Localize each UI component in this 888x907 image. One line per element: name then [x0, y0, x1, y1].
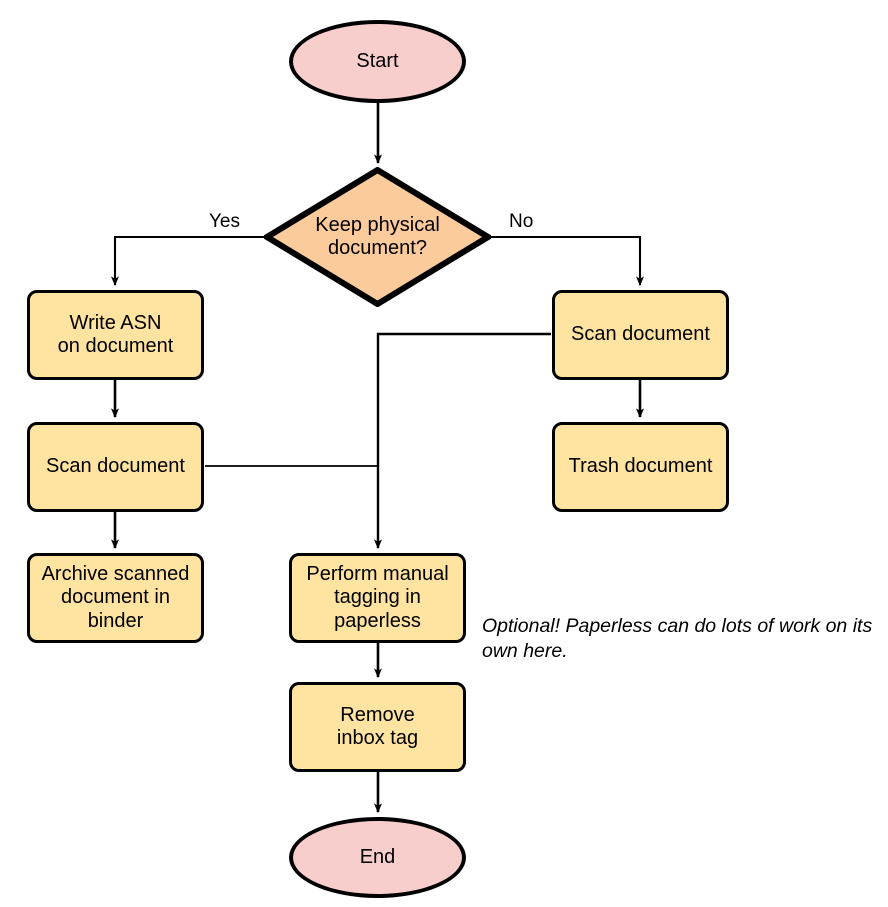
- node-scan-document-left[interactable]: Scan document: [27, 422, 204, 512]
- edge-label-yes-text: Yes: [209, 211, 240, 232]
- edge-label-yes: Yes: [209, 211, 240, 233]
- node-remove-inbox-tag-label: Remove inbox tag: [336, 703, 419, 749]
- node-archive-scanned-label: Archive scanned document in binder: [41, 563, 190, 632]
- node-end-label: End: [359, 845, 396, 868]
- node-decision-keep-physical-label: Keep physical document?: [315, 213, 440, 259]
- node-decision-keep-physical[interactable]: Keep physical document?: [264, 167, 491, 307]
- edge-decision-yes-to-write-asn: [111, 235, 264, 286]
- edge-decision-no-to-scan-right: [491, 235, 644, 286]
- edge-label-no-text: No: [509, 211, 534, 232]
- node-scan-document-right-label: Scan document: [571, 323, 710, 346]
- node-remove-inbox-tag[interactable]: Remove inbox tag: [289, 682, 466, 772]
- diamond-shape: [264, 167, 491, 307]
- node-start-label: Start: [356, 49, 399, 72]
- annotation-optional-note: Optional! Paperless can do lots of work …: [482, 588, 886, 665]
- node-scan-document-left-label: Scan document: [46, 455, 185, 478]
- node-start[interactable]: Start: [289, 20, 466, 103]
- node-write-asn[interactable]: Write ASN on document: [27, 290, 204, 380]
- node-trash-document-label: Trash document: [568, 455, 713, 478]
- node-archive-scanned[interactable]: Archive scanned document in binder: [27, 553, 204, 643]
- node-trash-document[interactable]: Trash document: [552, 422, 729, 512]
- annotation-optional-note-text: Optional! Paperless can do lots of work …: [482, 614, 873, 663]
- node-write-asn-label: Write ASN on document: [57, 311, 174, 357]
- node-scan-document-right[interactable]: Scan document: [552, 290, 729, 380]
- node-manual-tagging[interactable]: Perform manual tagging in paperless: [289, 553, 466, 643]
- node-manual-tagging-label: Perform manual tagging in paperless: [306, 563, 449, 632]
- edge-scan-right-to-manual-tagging: [374, 332, 551, 549]
- node-end[interactable]: End: [289, 817, 466, 898]
- edge-label-no: No: [509, 211, 533, 233]
